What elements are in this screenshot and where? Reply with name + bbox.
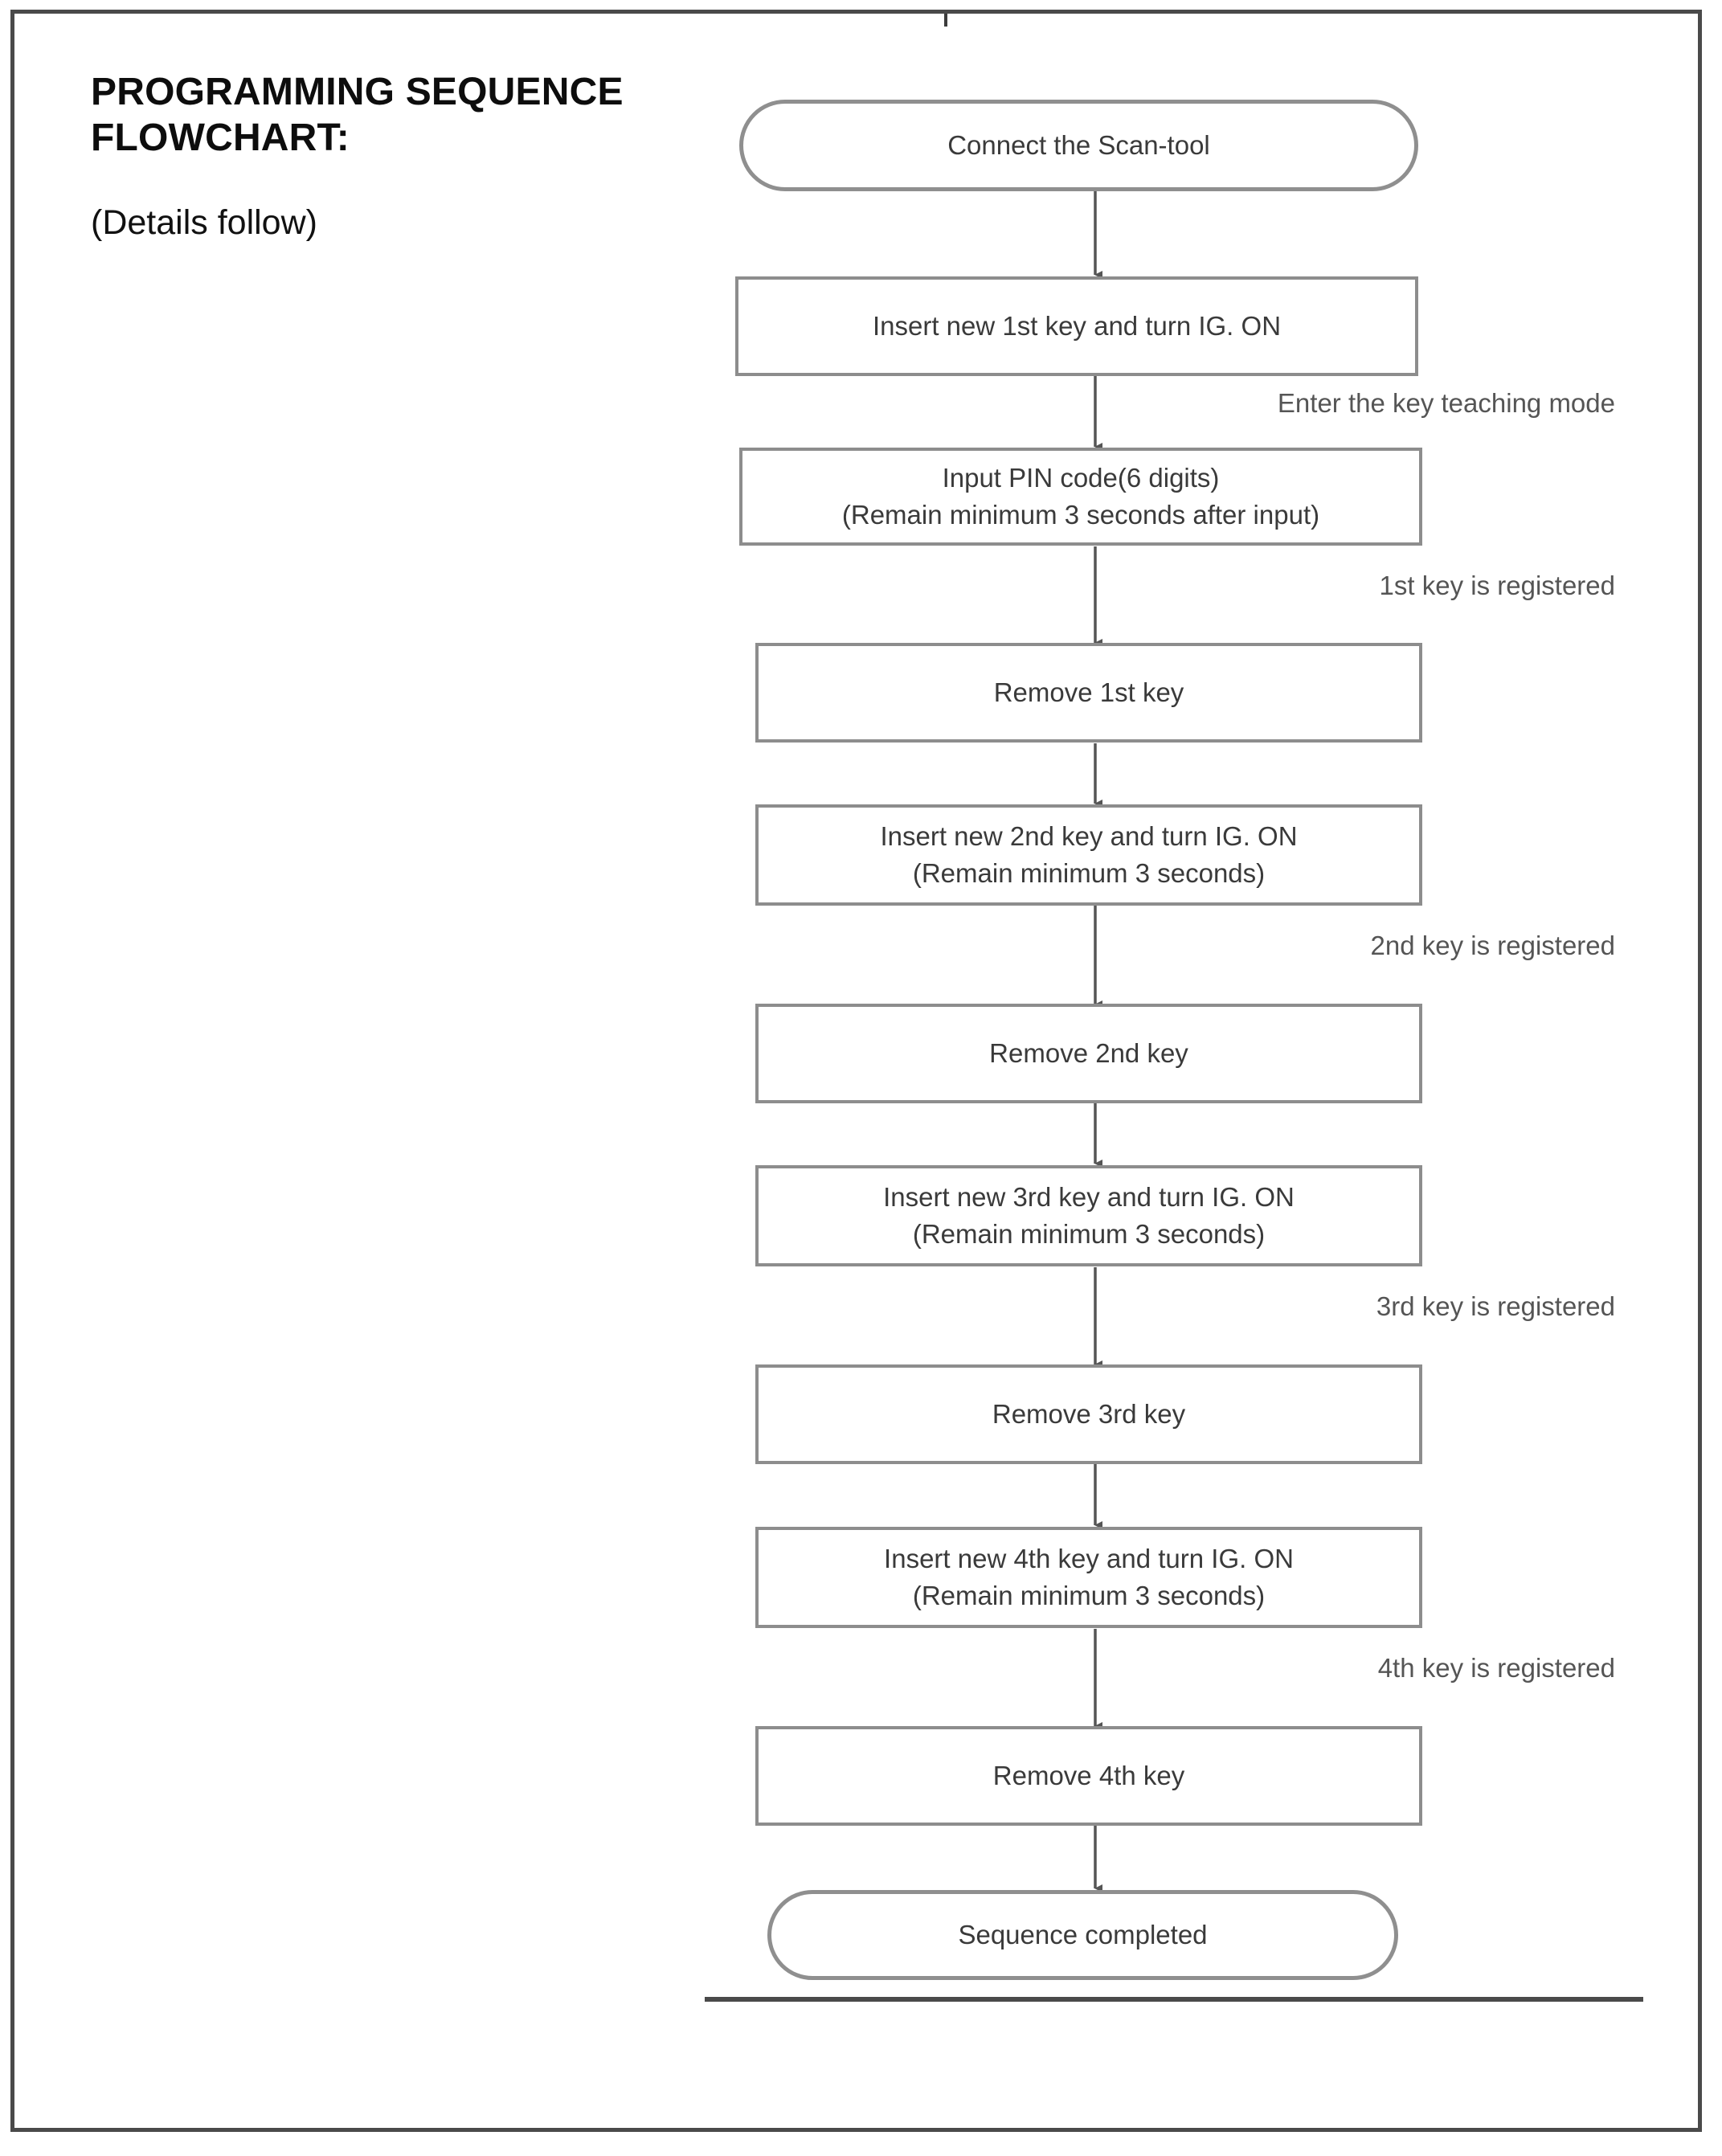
- flow-node-text: Remove 2nd key: [989, 1038, 1188, 1069]
- page-subtitle: (Details follow): [91, 203, 317, 243]
- edge-label-4th-key-registered: 4th key is registered: [1125, 1653, 1615, 1683]
- flow-node-remove-3rd-key[interactable]: Remove 3rd key: [755, 1364, 1422, 1464]
- flow-node-text-line2: (Remain minimum 3 seconds): [912, 1219, 1266, 1249]
- flow-node-insert-3rd-key[interactable]: Insert new 3rd key and turn IG. ON (Rema…: [755, 1165, 1422, 1266]
- edge-label-1st-key-registered: 1st key is registered: [1125, 571, 1615, 601]
- flow-node-text: Insert new 1st key and turn IG. ON: [872, 311, 1282, 342]
- flow-node-remove-2nd-key[interactable]: Remove 2nd key: [755, 1004, 1422, 1103]
- edge-label-2nd-key-registered: 2nd key is registered: [1125, 931, 1616, 961]
- page-title-line2: FLOWCHART:: [91, 116, 350, 159]
- edge-label-text: 1st key is registered: [1379, 571, 1615, 600]
- flow-node-text: Insert new 3rd key and turn IG. ON: [883, 1182, 1295, 1213]
- heading-block: PROGRAMMING SEQUENCE FLOWCHART: (Details…: [91, 70, 701, 244]
- page-top-tick-mark: [944, 14, 947, 27]
- flow-node-text: Input PIN code(6 digits): [942, 463, 1220, 493]
- flow-node-text: Remove 1st key: [993, 677, 1184, 708]
- edge-label-3rd-key-registered: 3rd key is registered: [1125, 1291, 1615, 1322]
- flow-node-text-line2: (Remain minimum 3 seconds): [912, 858, 1266, 888]
- flow-node-text-line2: (Remain minimum 3 seconds): [912, 1581, 1266, 1610]
- flow-node-insert-1st-key[interactable]: Insert new 1st key and turn IG. ON: [735, 276, 1418, 376]
- edge-label-text: 3rd key is registered: [1376, 1291, 1615, 1321]
- flow-node-remove-4th-key[interactable]: Remove 4th key: [755, 1726, 1422, 1826]
- flow-node-text: Connect the Scan-tool: [947, 130, 1210, 161]
- flow-node-text: Remove 3rd key: [992, 1399, 1186, 1430]
- page-title-line1: PROGRAMMING SEQUENCE: [91, 71, 624, 113]
- flow-node-insert-4th-key[interactable]: Insert new 4th key and turn IG. ON (Rema…: [755, 1527, 1422, 1628]
- edge-label-text: 4th key is registered: [1377, 1653, 1615, 1683]
- bottom-horizontal-rule: [705, 1997, 1643, 2002]
- flow-node-remove-1st-key[interactable]: Remove 1st key: [755, 643, 1422, 743]
- flow-node-input-pin-code[interactable]: Input PIN code(6 digits) (Remain minimum…: [739, 448, 1422, 546]
- flow-node-connect-scan-tool[interactable]: Connect the Scan-tool: [739, 100, 1418, 191]
- edge-label-text: Enter the key teaching mode: [1277, 388, 1615, 418]
- edge-label-text: 2nd key is registered: [1370, 931, 1616, 960]
- flow-node-text: Insert new 2nd key and turn IG. ON: [880, 821, 1298, 852]
- flow-node-text: Sequence completed: [958, 1920, 1208, 1950]
- flow-node-text: Insert new 4th key and turn IG. ON: [884, 1544, 1294, 1574]
- flow-node-text-line2: (Remain minimum 3 seconds after input): [841, 500, 1320, 530]
- flow-node-sequence-completed[interactable]: Sequence completed: [767, 1890, 1398, 1980]
- edge-label-enter-key-teaching-mode: Enter the key teaching mode: [1125, 388, 1615, 419]
- flow-node-text: Remove 4th key: [992, 1761, 1185, 1791]
- flow-node-insert-2nd-key[interactable]: Insert new 2nd key and turn IG. ON (Rema…: [755, 804, 1422, 906]
- page-title: PROGRAMMING SEQUENCE FLOWCHART:: [91, 70, 701, 161]
